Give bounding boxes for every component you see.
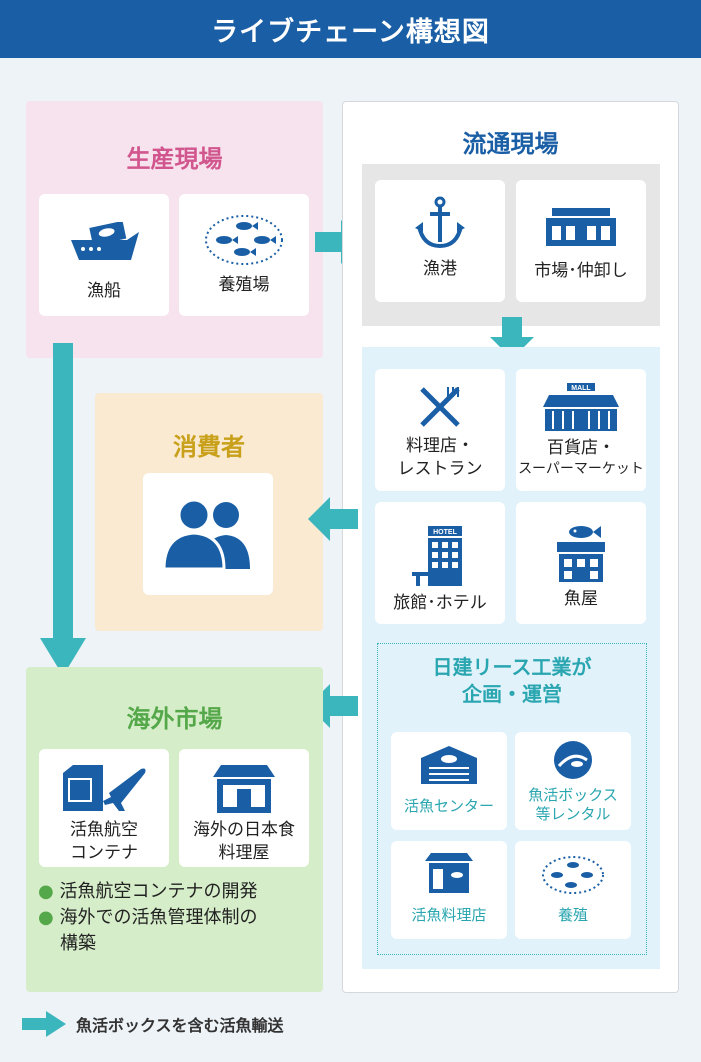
card-japanese-restaurant: 海外の日本食 料理屋	[179, 749, 309, 867]
card-label: 養殖場	[218, 275, 270, 295]
restaurant-icon	[418, 385, 462, 429]
distribution-retail-panel: 料理店・ レストラン MALL 百貨店・ スーパーマーケット HOTEL 旅館･…	[362, 347, 660, 969]
card-label: 活魚料理店	[411, 906, 487, 924]
market-icon	[546, 206, 616, 246]
card-restaurant: 料理店・ レストラン	[375, 369, 505, 491]
card-air-container: 活魚航空 コンテナ	[39, 749, 169, 867]
card-label: 魚屋	[564, 589, 598, 609]
card-fish-farm: 養殖場	[179, 194, 309, 316]
uokatsu-box-icon	[553, 740, 593, 780]
card-aquaculture: 養殖	[515, 841, 631, 939]
japanese-restaurant-icon	[213, 763, 275, 813]
page-title: ライブチェーン構想図	[0, 0, 701, 58]
arrow-production-to-overseas	[40, 343, 86, 676]
card-label: 養殖	[557, 906, 588, 924]
legend-label: 魚活ボックスを含む活魚輸送	[76, 1016, 284, 1035]
nikken-title-line1: 日建リース工業が	[432, 655, 592, 679]
bullet-item: ● 活魚航空コンテナの開発	[38, 881, 258, 902]
legend-arrow-icon	[22, 1011, 66, 1037]
hotel-sign: HOTEL	[433, 529, 457, 536]
distribution-panel: 流通現場 漁港 市場･仲卸し 料理店・ レストラン MALL	[342, 101, 679, 993]
fish-center-icon	[421, 746, 477, 784]
overseas-panel: 海外市場 活魚航空 コンテナ 海外の日本食 料理屋 ● 活魚航空コンテナの開発 …	[26, 667, 323, 992]
fish-farm-icon	[204, 214, 284, 266]
production-panel: 生産現場 漁船 養殖場	[26, 101, 323, 358]
fish-restaurant-icon	[425, 853, 473, 893]
fish-shop-icon	[553, 524, 609, 582]
people-icon	[162, 497, 254, 569]
distribution-top-panel: 漁港 市場･仲卸し	[362, 164, 660, 326]
overseas-title: 海外市場	[126, 705, 223, 733]
fishing-boat-icon	[69, 222, 139, 262]
card-label-2: 料理屋	[218, 842, 270, 863]
card-label: 漁港	[423, 259, 457, 279]
card-hotel: HOTEL 旅館･ホテル	[375, 502, 505, 624]
card-department-store: MALL 百貨店・ スーパーマーケット	[516, 369, 646, 491]
card-label-1: 百貨店・	[547, 438, 615, 458]
department-store-icon: MALL	[543, 383, 619, 431]
nikken-box: 日建リース工業が 企画・運営 活魚センター 魚活ボックス 等レンタル	[377, 643, 647, 955]
card-label: 旅館･ホテル	[393, 593, 487, 613]
card-fishing-port: 漁港	[375, 180, 505, 302]
card-fish-center: 活魚センター	[391, 732, 507, 830]
card-label-2: スーパーマーケット	[518, 460, 644, 477]
bullet-item: ● 海外での活魚管理体制の	[38, 907, 258, 929]
card-fish-restaurant: 活魚料理店	[391, 841, 507, 939]
card-label-1: 活魚航空	[70, 820, 138, 840]
card-label-2: 等レンタル	[535, 804, 611, 823]
card-label-2: レストラン	[397, 458, 483, 479]
card-label-1: 海外の日本食	[193, 820, 295, 840]
card-fish-shop: 魚屋	[516, 502, 646, 624]
hotel-icon: HOTEL	[410, 526, 470, 586]
card-label-1: 魚活ボックス	[528, 786, 618, 804]
air-container-icon	[59, 763, 149, 813]
nikken-title: 日建リース工業が 企画・運営	[378, 654, 646, 708]
nikken-title-line2: 企画・運営	[462, 682, 562, 706]
card-label: 市場･仲卸し	[534, 261, 628, 281]
distribution-title: 流通現場	[462, 130, 559, 158]
consumer-title: 消費者	[173, 433, 245, 461]
card-fishing-boat: 漁船	[39, 194, 169, 316]
card-label-2: コンテナ	[70, 842, 138, 863]
card-uokatsu-box: 魚活ボックス 等レンタル	[515, 732, 631, 830]
anchor-icon	[413, 196, 467, 250]
aquaculture-icon	[541, 855, 605, 895]
legend: 魚活ボックスを含む活魚輸送	[22, 1010, 442, 1038]
production-title: 生産現場	[126, 145, 223, 173]
card-label-1: 料理店・	[406, 436, 474, 456]
mall-sign: MALL	[571, 385, 591, 392]
card-label: 活魚センター	[403, 797, 494, 815]
overseas-bullets: ● 活魚航空コンテナの開発 ● 海外での活魚管理体制の 構築	[38, 879, 318, 957]
bullet-item-continuation: 構築	[60, 933, 96, 955]
card-market: 市場･仲卸し	[516, 180, 646, 302]
card-consumer	[143, 473, 273, 595]
card-label: 漁船	[87, 281, 121, 301]
consumer-panel: 消費者	[95, 393, 323, 631]
arrow-distribution-to-consumer	[308, 497, 358, 541]
